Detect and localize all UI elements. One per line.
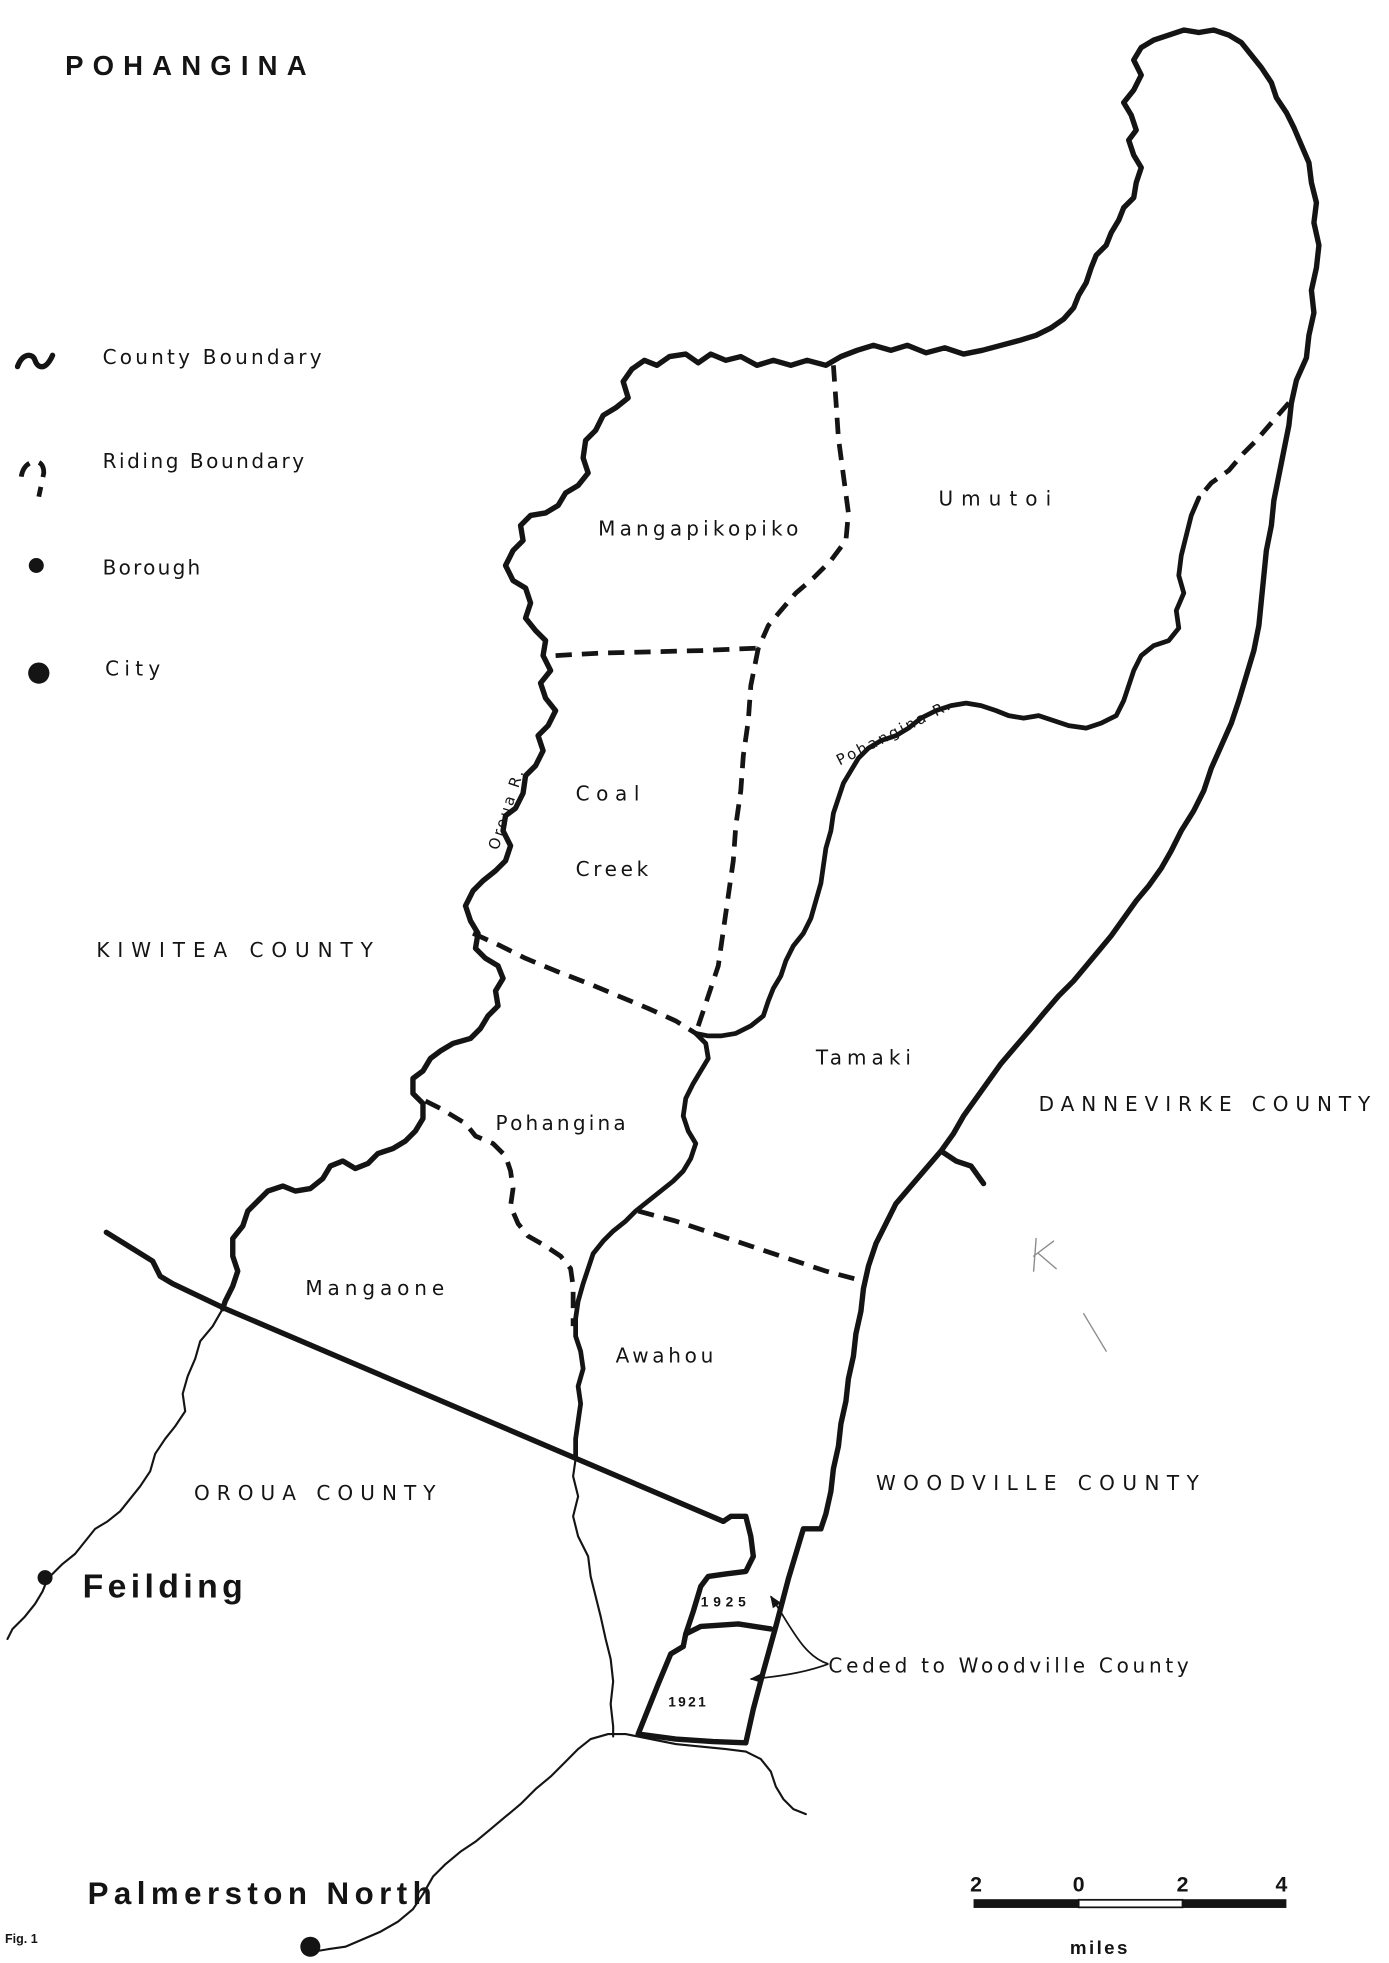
- legend: County Boundary Riding Boundary Borough …: [14, 345, 322, 684]
- pencil-mark: [1032, 1237, 1107, 1352]
- scale-bar: 2 0 2 4 miles: [970, 1873, 1287, 1959]
- map-title: POHANGINA: [65, 50, 307, 81]
- pohangina-river-lower: [572, 1457, 615, 1738]
- pohangina-river-upper: [693, 495, 1202, 1039]
- legend-label-city: City: [105, 657, 160, 681]
- riding-boundary-umutoi-east: [1196, 401, 1291, 500]
- riding-label-creek: Creek: [576, 857, 649, 881]
- manawatu-river: [311, 1732, 807, 1953]
- river-label-pohangina: Pohangina R.: [833, 696, 953, 769]
- county-boundary-north-east: [629, 27, 1322, 1532]
- riding-boundary-coal-creek-north: [555, 645, 759, 658]
- riding-label-mangaone: Mangaone: [305, 1276, 444, 1300]
- ceded-strips: [635, 1513, 824, 1746]
- ceded-arrow-1925: [770, 1595, 829, 1665]
- dannevirke-woodville-boundary-spur: [938, 1148, 987, 1187]
- feilding-borough-dot: [37, 1570, 53, 1586]
- ceded-strip-divider: [683, 1621, 774, 1637]
- riding-boundary-mangapikopiko-umutoi: [756, 365, 851, 650]
- town-label-palmerston-north: Palmerston North: [88, 1876, 432, 1911]
- riding-boundaries: [424, 365, 1291, 1327]
- county-boundary-south-line: [103, 1229, 726, 1525]
- county-label-oroua: OROUA COUNTY: [194, 1481, 436, 1505]
- ceded-strip-1925-outline: [680, 1513, 757, 1650]
- scale-tick-label: 2: [1177, 1873, 1189, 1897]
- ceded-year-1921: 1921: [668, 1695, 706, 1710]
- riding-label-mangapikopiko: Mangapikopiko: [598, 516, 798, 540]
- riding-boundary-coal-creek-tamaki: [693, 647, 761, 1035]
- legend-label-riding-boundary: Riding Boundary: [103, 449, 305, 473]
- scale-tick-label: 2: [970, 1873, 982, 1897]
- riding-boundary-tamaki-awahou: [637, 1208, 865, 1284]
- scale-bar-segment-white: [1077, 1898, 1184, 1909]
- riding-label-awahou: Awahou: [616, 1343, 714, 1367]
- county-label-woodville: WOODVILLE COUNTY: [876, 1471, 1200, 1495]
- scale-tick-label: 4: [1275, 1873, 1287, 1897]
- borough-dot-icon: [28, 557, 44, 574]
- riding-label-umutoi: Umutoi: [939, 486, 1052, 510]
- ceded-arrow-1921: [749, 1663, 829, 1684]
- ceded-year-1925: 1925: [701, 1594, 746, 1609]
- ceded-strip-1921-outline: [635, 1643, 749, 1746]
- county-label-kiwitea: KIWITEA COUNTY: [96, 938, 373, 962]
- riding-boundary-icon: [18, 459, 47, 498]
- legend-label-county-boundary: County Boundary: [103, 345, 322, 369]
- pohangina-river-middle: [573, 1031, 711, 1462]
- riding-boundary-coal-creek-pohangina: [472, 931, 698, 1036]
- riding-boundary-pohangina-mangaone: [424, 1098, 576, 1327]
- figure-label: Fig. 1: [5, 1932, 38, 1946]
- scale-tick-label: 0: [1073, 1873, 1085, 1897]
- county-boundary-icon: [14, 352, 56, 370]
- oroua-river-lower: [6, 1307, 224, 1641]
- ceded-note: Ceded to Woodville County: [828, 1654, 1189, 1678]
- county-label-dannevirke: DANNEVIRKE COUNTY: [1039, 1092, 1371, 1116]
- scale-unit-label: miles: [1070, 1937, 1128, 1958]
- riding-label-coal: Coal: [576, 782, 640, 806]
- ceded-strip-east-edge: [743, 1526, 824, 1746]
- legend-label-borough: Borough: [103, 555, 201, 579]
- riding-label-pohangina: Pohangina: [496, 1111, 626, 1135]
- scale-bar-segment-black: [973, 1899, 1079, 1908]
- scale-bar-segment-black: [1182, 1899, 1287, 1908]
- city-dot-icon: [28, 662, 50, 684]
- town-label-feilding: Feilding: [83, 1568, 243, 1606]
- riding-label-tamaki: Tamaki: [815, 1046, 911, 1070]
- county-boundary-west-oroua-river: [220, 366, 635, 1312]
- palmerston-north-city-dot: [300, 1936, 321, 1957]
